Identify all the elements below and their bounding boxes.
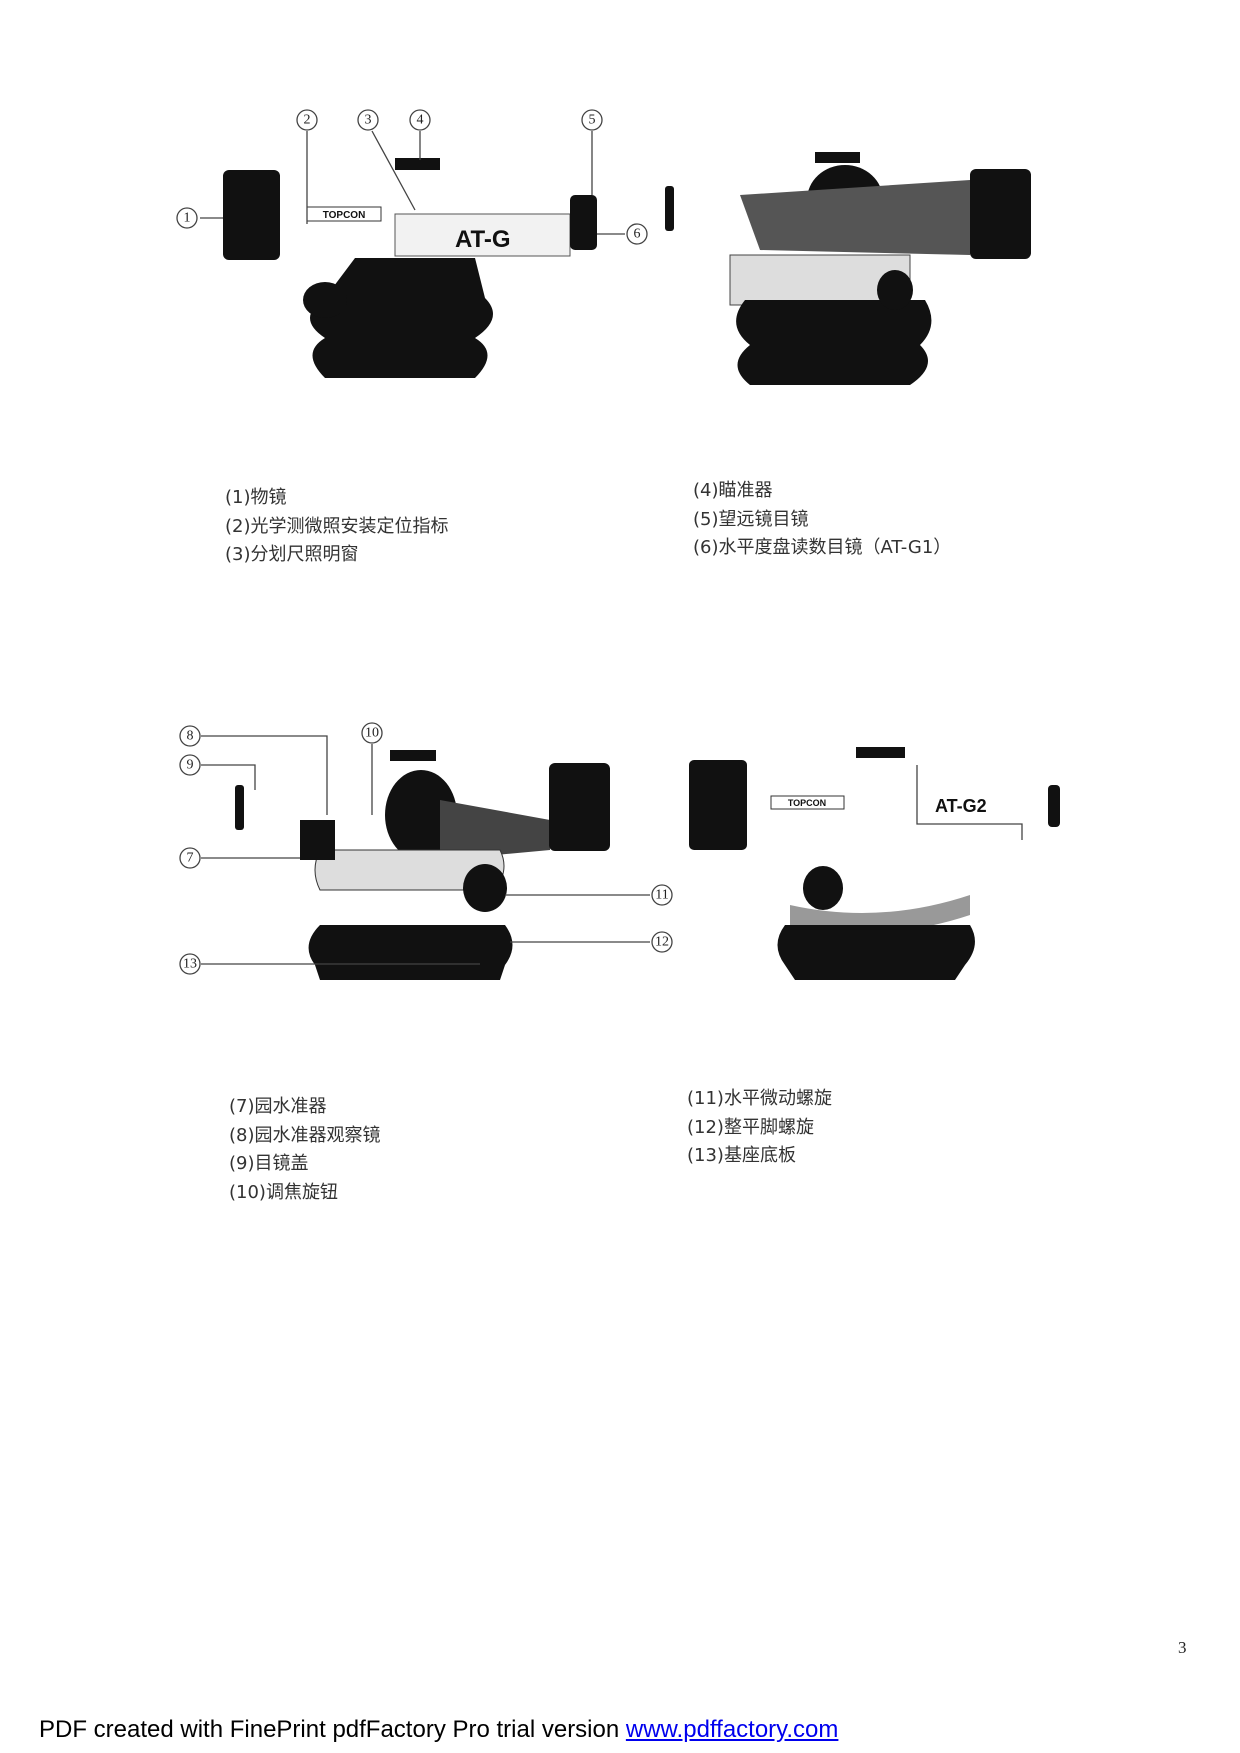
caption-top-left: (1)物镜 (2)光学测微照安装定位指标 (3)分划尺照明窗 <box>225 484 449 570</box>
model-logo-2-text: AT-G2 <box>935 796 987 816</box>
caption-item: (8)园水准器观察镜 <box>229 1124 381 1146</box>
callout-8: 8 <box>187 729 194 744</box>
figure-left-view: 7 8 9 10 11 12 13 <box>179 722 673 980</box>
caption-item: (7)园水准器 <box>229 1096 327 1117</box>
page-number: 3 <box>1178 1638 1187 1657</box>
callout-10: 10 <box>365 726 379 741</box>
footer-text: PDF created with FinePrint pdfFactory Pr… <box>39 1716 626 1743</box>
callout-4: 4 <box>417 113 424 128</box>
caption-item: (3)分划尺照明窗 <box>225 544 359 565</box>
topcon-logo-text: TOPCON <box>323 210 366 221</box>
caption-item: (1)物镜 <box>225 487 287 508</box>
callout-13: 13 <box>183 957 197 972</box>
callout-5: 5 <box>589 113 596 128</box>
caption-top-right: (4)瞄准器 (5)望远镜目镜 (6)水平度盘读数目镜（AT-G1） <box>693 477 951 563</box>
figure-side-view: TOPCON AT-G 1 2 3 4 5 6 <box>176 109 648 378</box>
telescope-body <box>394 213 571 257</box>
callout-12: 12 <box>655 935 669 950</box>
caption-item: (9)目镜盖 <box>229 1153 309 1174</box>
caption-item: (5)望远镜目镜 <box>693 508 809 530</box>
callout-9: 9 <box>187 758 194 773</box>
callout-3: 3 <box>365 113 372 128</box>
caption-item: (13)基座底板 <box>687 1145 796 1166</box>
callout-7: 7 <box>187 851 194 866</box>
base-shape <box>310 258 493 378</box>
caption-item: (10)调焦旋钮 <box>229 1181 338 1203</box>
topcon-logo-2-text: TOPCON <box>788 798 826 808</box>
callout-2: 2 <box>304 113 311 128</box>
pdf-footer: PDF created with FinePrint pdfFactory Pr… <box>39 1716 838 1744</box>
caption-item: (6)水平度盘读数目镜（AT-G1） <box>693 537 952 558</box>
sight-shape <box>395 158 440 170</box>
caption-item: (11)水平微动螺旋 <box>687 1088 832 1109</box>
callout-6: 6 <box>634 227 641 242</box>
figure-rear-view <box>665 152 1031 385</box>
caption-item: (2)光学测微照安装定位指标 <box>225 515 449 537</box>
pdffactory-link[interactable]: www.pdffactory.com <box>625 1716 839 1743</box>
caption-bottom-right: (11)水平微动螺旋 (12)整平脚螺旋 (13)基座底板 <box>687 1085 832 1171</box>
objective-lens-shape <box>223 170 280 260</box>
figure-right-view: TOPCON AT-G2 <box>689 747 1060 980</box>
topcon-logo-2 <box>770 795 845 810</box>
caption-bottom-left: (7)园水准器 (8)园水准器观察镜 (9)目镜盖 (10)调焦旋钮 <box>229 1093 381 1207</box>
model-logo-text: AT-G <box>455 226 511 253</box>
eyepiece-shape <box>570 195 597 250</box>
caption-item: (12)整平脚螺旋 <box>687 1116 814 1138</box>
caption-item: (4)瞄准器 <box>693 480 773 501</box>
callout-1: 1 <box>184 211 191 226</box>
callout-11: 11 <box>655 888 668 903</box>
